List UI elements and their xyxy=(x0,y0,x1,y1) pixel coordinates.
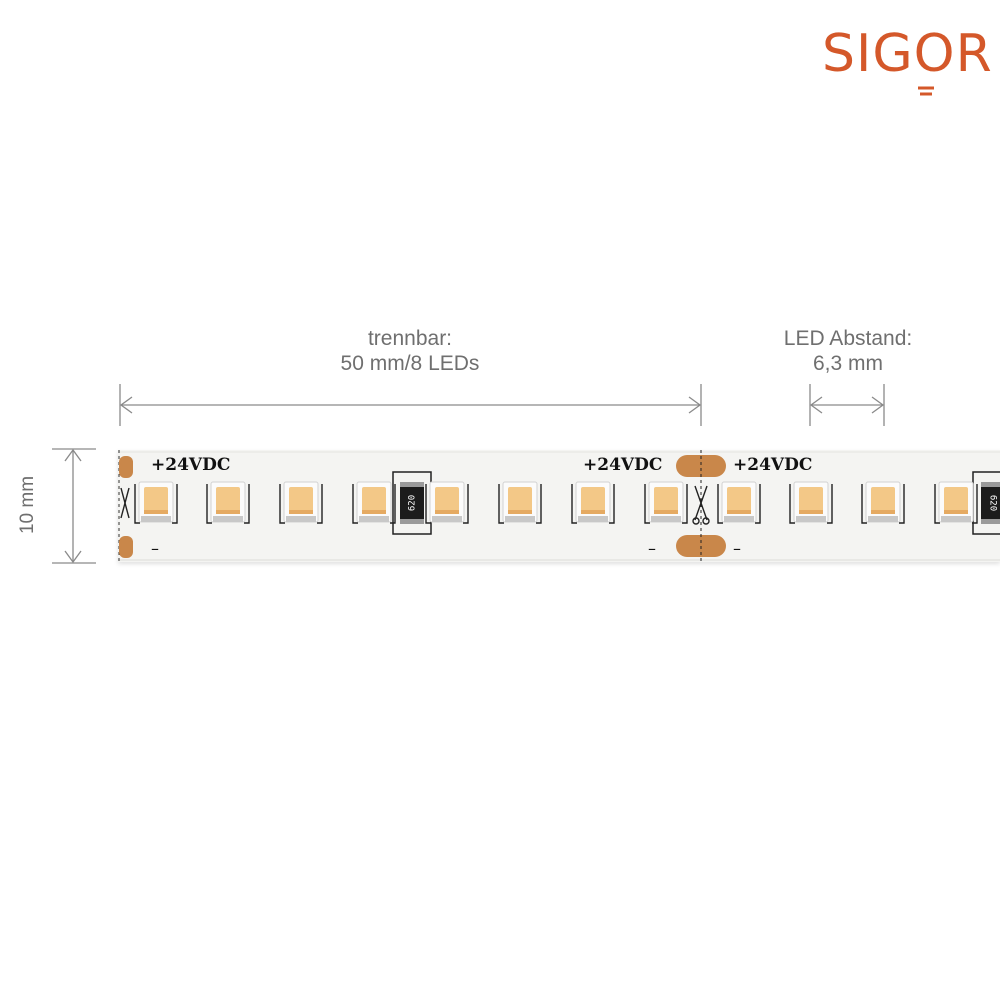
led-chip xyxy=(134,481,178,524)
voltage-label: +24VDC xyxy=(151,455,230,475)
solder-pad xyxy=(119,536,133,558)
strip-body xyxy=(118,450,1000,562)
sigor-logo: SIGOR xyxy=(822,26,992,98)
led-chip xyxy=(425,481,469,524)
led-chip xyxy=(352,481,396,524)
voltage-label: +24VDC xyxy=(583,455,662,475)
led-chip xyxy=(717,481,761,524)
segment-dimension-label: trennbar: 50 mm/8 LEDs xyxy=(280,326,540,376)
segment-dimension-arrow xyxy=(119,384,702,426)
minus-label: – xyxy=(151,539,159,558)
resistor: 620 xyxy=(972,471,1000,535)
resistor-code: 620 xyxy=(408,495,418,511)
solder-pad xyxy=(676,455,726,477)
minus-label: – xyxy=(733,539,741,558)
lightbulb-base-icon xyxy=(918,86,934,96)
segment-label-line2: 50 mm/8 LEDs xyxy=(340,352,480,375)
led-chip xyxy=(279,481,323,524)
smd-leds xyxy=(134,481,978,524)
segment-label-line1: trennbar: xyxy=(367,327,453,350)
logo-text: SIGOR xyxy=(822,24,993,84)
led-pitch-dimension-label: LED Abstand: 6,3 mm xyxy=(748,326,948,376)
scissors-icon xyxy=(120,487,130,519)
scissors-icon xyxy=(692,485,710,525)
led-chip xyxy=(644,481,688,524)
led-chip xyxy=(498,481,542,524)
height-dimension-arrow xyxy=(52,448,96,564)
resistor-code: 620 xyxy=(988,495,998,511)
pitch-label-line1: LED Abstand: xyxy=(783,327,913,350)
pitch-dimension-arrow xyxy=(809,384,885,426)
led-strip: +24VDC +24VDC +24VDC – – – 620 620 xyxy=(118,450,1000,562)
led-chip xyxy=(206,481,250,524)
led-chip xyxy=(934,481,978,524)
led-chip xyxy=(571,481,615,524)
solder-pads xyxy=(119,455,726,558)
solder-pad xyxy=(119,456,133,478)
voltage-label: +24VDC xyxy=(733,455,812,475)
led-chip xyxy=(789,481,833,524)
minus-label: – xyxy=(648,539,656,558)
pitch-label-line2: 6,3 mm xyxy=(812,352,883,375)
led-chip xyxy=(861,481,905,524)
